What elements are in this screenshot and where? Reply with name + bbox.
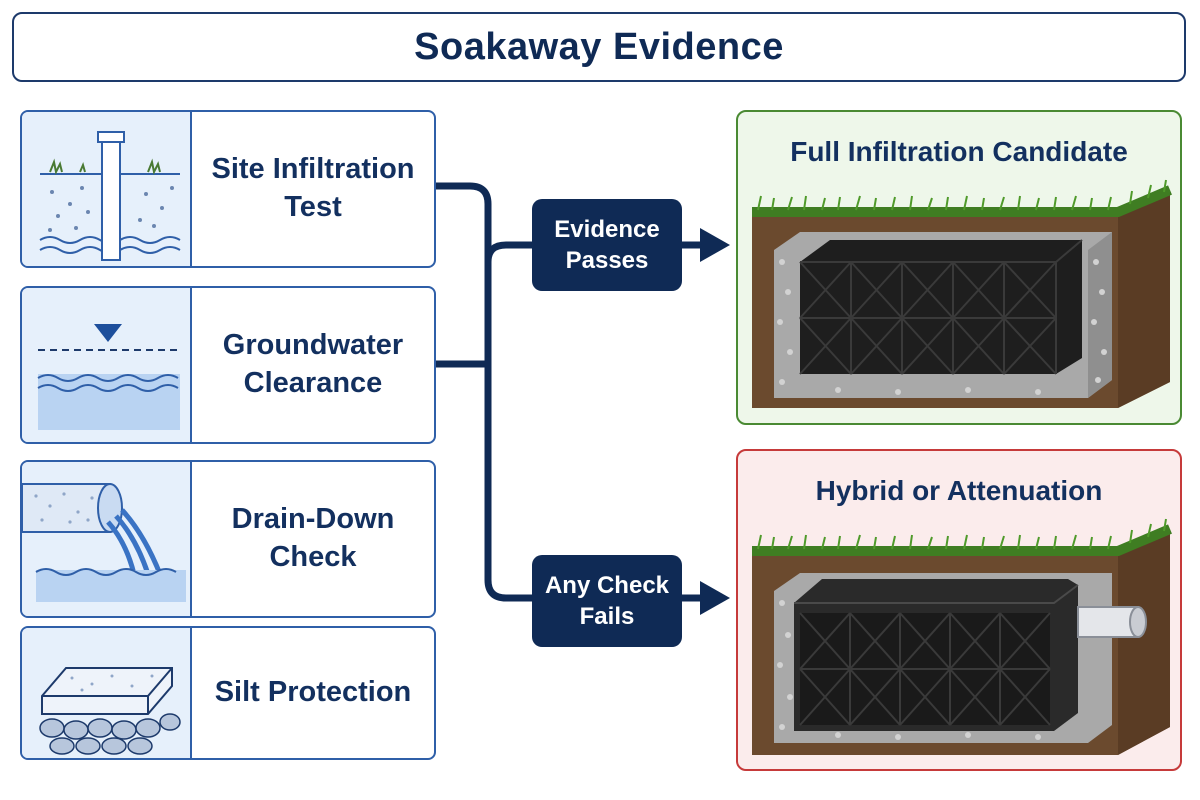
fail-arrowhead [700, 581, 730, 615]
drain-pipe-icon [22, 483, 186, 602]
drain-pipe-icon-pane [22, 462, 192, 616]
soakaway-crate-icon [752, 179, 1172, 408]
attenuation-tank-icon [752, 518, 1172, 755]
check-label-infiltration: Site Infiltration Test [211, 153, 415, 223]
check-card-silt: Silt Protection [20, 626, 436, 760]
infiltration-test-icon [39, 131, 181, 261]
page-title: Soakaway Evidence [414, 25, 784, 68]
check-label-drain-down: Drain-Down Check [231, 503, 395, 573]
connector-check-1 [432, 182, 492, 364]
groundwater-level-icon [37, 324, 180, 430]
check-label-silt: Silt Protection [214, 676, 412, 709]
outcome-full-infiltration: Full Infiltration Candidate [736, 110, 1182, 425]
geotextile-layer-icon [39, 667, 181, 755]
outcome-hybrid-attenuation: Hybrid or Attenuation [736, 449, 1182, 771]
connector-check-3 [484, 356, 536, 602]
title-banner: Soakaway Evidence [12, 12, 1186, 82]
branch-pass-pill: Evidence Passes [532, 199, 682, 291]
connector-to-pass-pill [484, 241, 536, 266]
groundwater-icon-pane [22, 288, 192, 442]
branch-fail-pill: Any Check Fails [532, 555, 682, 647]
outcome-fail-title: Hybrid or Attenuation [815, 475, 1103, 506]
pass-arrowhead [700, 228, 730, 262]
geotextile-icon-pane [22, 628, 192, 758]
check-card-groundwater: Groundwater Clearance [20, 286, 436, 444]
check-label-groundwater: Groundwater Clearance [222, 329, 404, 399]
outcome-pass-title: Full Infiltration Candidate [790, 136, 1128, 167]
check-card-drain-down: Drain-Down Check [20, 460, 436, 618]
infiltration-test-icon-pane [22, 112, 192, 266]
check-card-infiltration: Site Infiltration Test [20, 110, 436, 268]
